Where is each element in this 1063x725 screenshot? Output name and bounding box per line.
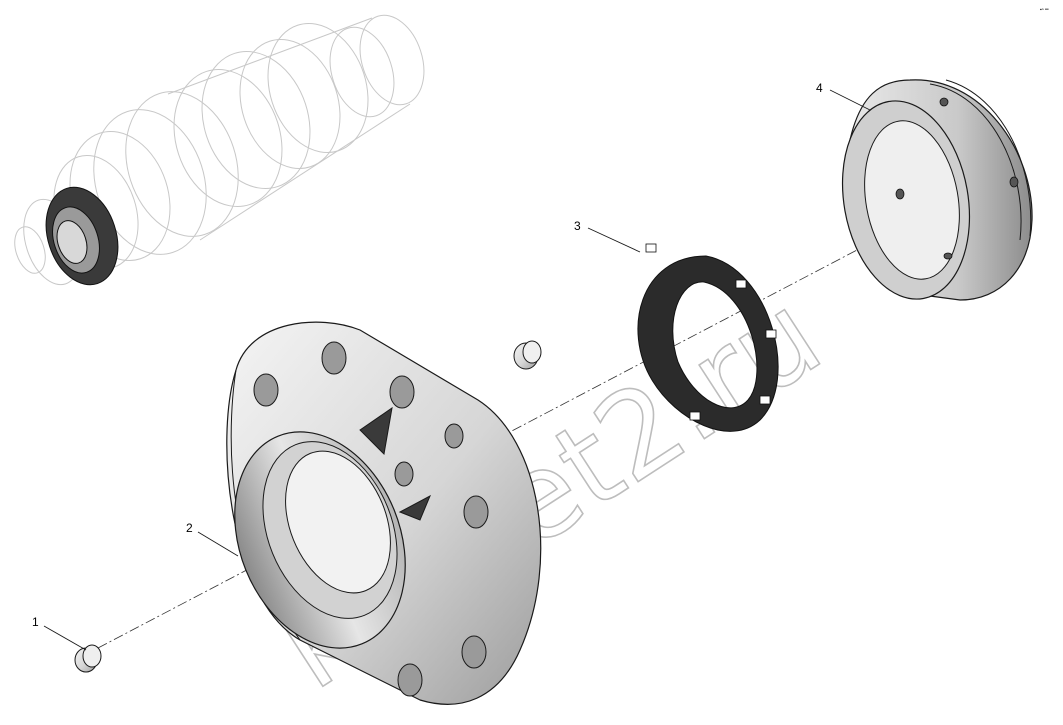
assembly-overview (14, 14, 425, 286)
part-2-flange-housing (226, 321, 542, 705)
overview-highlight (45, 186, 119, 286)
part-3-lock-washer (637, 243, 779, 432)
callout-4: 4 (816, 81, 823, 95)
leader-lines (43, 89, 871, 651)
callout-1: 1 (32, 615, 39, 629)
callout-3: 3 (574, 219, 581, 233)
part-4-bearing-ring (841, 79, 1033, 301)
part-1-plug (74, 644, 102, 673)
small-plug (513, 340, 542, 370)
assembly-axis (97, 195, 961, 649)
corner-mark: ▪ⁿ ═ (1040, 7, 1049, 13)
callout-2: 2 (186, 521, 193, 535)
